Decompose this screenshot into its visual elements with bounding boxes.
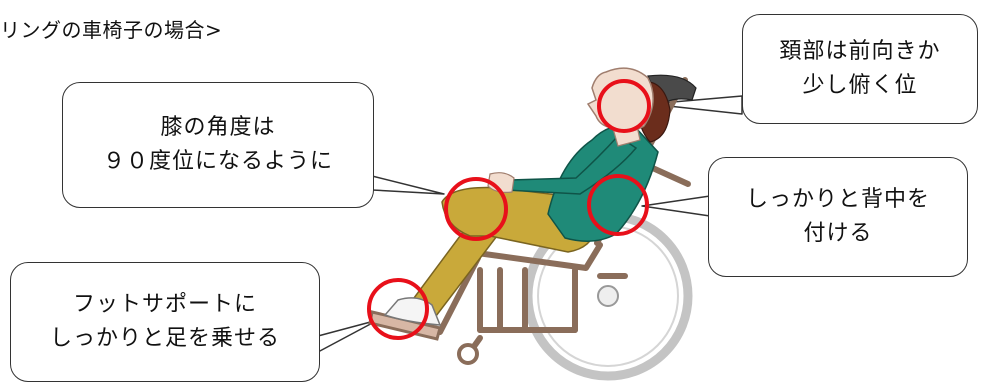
foot-callout: フットサポートに しっかりと足を乗せる (10, 262, 320, 382)
back-callout-line1: しっかりと背中を (746, 183, 930, 217)
neck-callout: 頚部は前向きか 少し俯く位 (742, 14, 978, 124)
back-callout-tail (642, 196, 710, 216)
back-callout-line2: 付ける (803, 217, 872, 251)
knee-callout-line1: 膝の角度は (160, 111, 275, 145)
knee-callout-tail (372, 176, 444, 194)
neck-callout-line1: 頚部は前向きか (779, 35, 940, 69)
knee-callout-line2: ９０度位になるように (103, 145, 333, 179)
neck-callout-line2: 少し俯く位 (802, 69, 917, 103)
back-callout: しっかりと背中を 付ける (708, 157, 968, 277)
foot-callout-line1: フットサポートに (73, 288, 257, 322)
foot-callout-tail (318, 320, 378, 352)
knee-callout: 膝の角度は ９０度位になるように (62, 82, 374, 208)
foot-callout-line2: しっかりと足を乗せる (50, 322, 280, 356)
caster-wheel (459, 345, 477, 363)
